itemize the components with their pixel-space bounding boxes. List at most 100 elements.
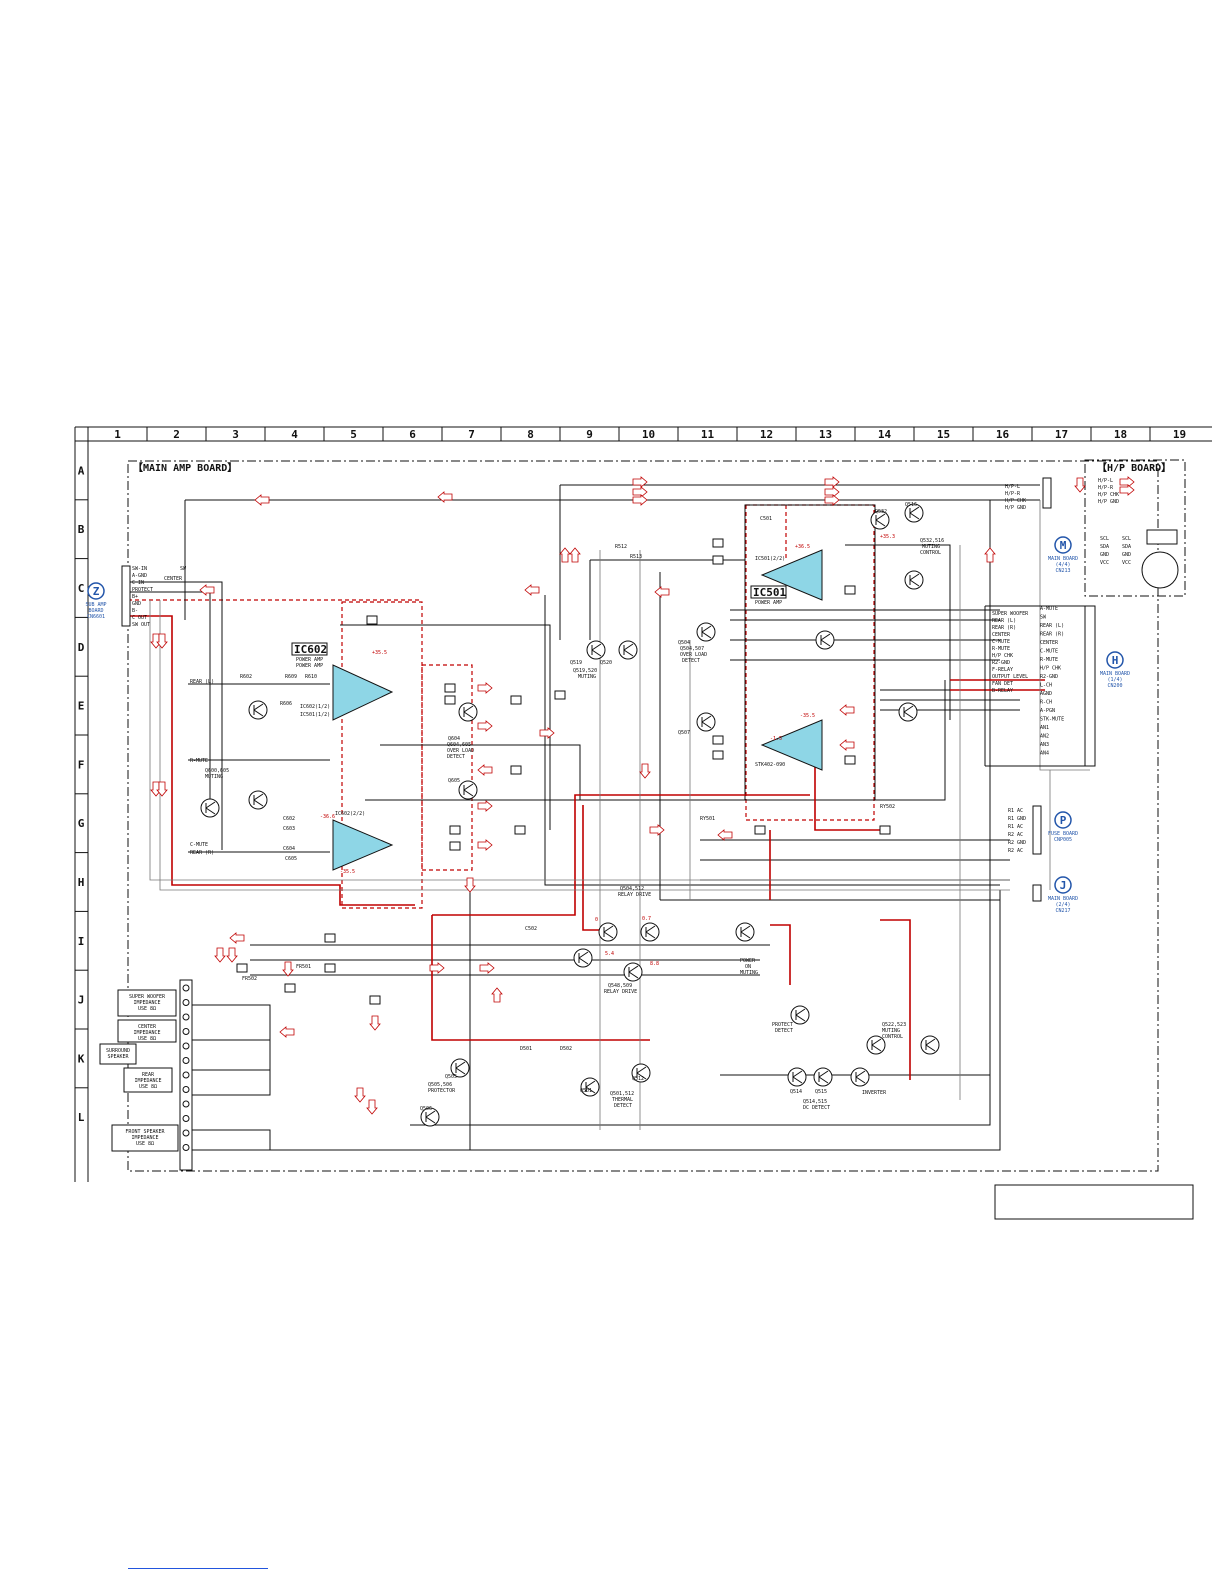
- signal-arrow: [477, 720, 493, 732]
- transistor-leads: [820, 633, 831, 647]
- function-label: MUTING: [578, 674, 596, 680]
- transistor-symbol: [735, 922, 755, 942]
- hp-pin-b-label-right: VCC: [1122, 560, 1131, 566]
- hp-pin-b-label-right: SCL: [1122, 536, 1131, 542]
- misc-label: R-MUTE: [190, 758, 208, 764]
- connector-badge-caption: MAIN BOARD: [1048, 896, 1078, 902]
- right-signal-b-label: F-RELAY: [992, 667, 1013, 673]
- component-box: [510, 695, 522, 705]
- transistor-leads: [855, 1070, 866, 1084]
- signal-arrow: [1119, 484, 1135, 496]
- voltage-label: 5.4: [605, 951, 614, 957]
- transistor-symbol: [200, 798, 220, 818]
- right-signal-b-label: OUTPUT LEVEL: [992, 674, 1028, 680]
- speaker-label-text: USE 8Ω: [138, 1036, 156, 1042]
- column-label: 12: [760, 428, 773, 441]
- signal-arrow: [226, 947, 238, 963]
- right-signal-label: AN1: [1040, 725, 1049, 731]
- signal-arrow: [156, 781, 168, 797]
- transistor-leads: [455, 1061, 466, 1075]
- hp-jack-socket: [1146, 529, 1178, 545]
- connector-badge-letter: M: [1060, 539, 1067, 552]
- signal-arrow: [649, 824, 665, 836]
- ic602-sub: POWER AMP: [296, 657, 323, 663]
- transistor-leads: [909, 573, 920, 587]
- legend-box: [994, 1184, 1194, 1220]
- right-signal-label: AGND: [1040, 691, 1052, 697]
- cn-z-pin-label: SW-IN: [132, 566, 147, 572]
- connector-badge-caption: CN6601: [87, 614, 105, 620]
- part-ref-label: D501: [520, 1046, 532, 1052]
- cn-z-pin-label: B-: [132, 608, 138, 614]
- signal-arrow: [479, 962, 495, 974]
- part-ref-label: C602: [283, 816, 295, 822]
- column-label: 7: [468, 428, 475, 441]
- row-label: I: [78, 935, 85, 948]
- transistor-leads: [623, 643, 634, 657]
- signal-arrow: [559, 547, 571, 563]
- column-label: 8: [527, 428, 534, 441]
- signal-arrow: [214, 947, 226, 963]
- component-box: [844, 755, 856, 765]
- transistor-leads: [591, 643, 602, 657]
- right-signal-b-label: R-MUTE: [992, 646, 1010, 652]
- speaker-terminals: [182, 984, 190, 1151]
- column-label: 10: [642, 428, 655, 441]
- column-label: 19: [1173, 428, 1186, 441]
- component-group: [236, 538, 891, 1005]
- row-label: L: [78, 1111, 85, 1124]
- right-signal-label: L-CH: [1040, 683, 1052, 689]
- function-label: Q504,512: [620, 886, 644, 892]
- right-signal-label: R2-GND: [1040, 674, 1058, 680]
- column-label: 4: [291, 428, 298, 441]
- speaker-label-box: [111, 1124, 179, 1152]
- function-label: CONTROL: [882, 1034, 903, 1040]
- signal-arrow: [254, 494, 270, 506]
- fuse-pin-label: R1 AC: [1008, 824, 1023, 830]
- transistor-symbol: [696, 622, 716, 642]
- part-ref-label: Q506: [420, 1106, 432, 1112]
- signal-arrow: [437, 491, 453, 503]
- right-signal-label: R-MUTE: [1040, 657, 1058, 663]
- function-label: MUTING: [922, 544, 940, 550]
- cn-z-connector: [121, 565, 131, 627]
- speaker-label-text: USE 8Ω: [138, 1006, 156, 1012]
- column-label: 14: [878, 428, 892, 441]
- function-label: Q600,605: [205, 768, 229, 774]
- speaker-terminal: [182, 1086, 190, 1093]
- footer-underline: [128, 1568, 268, 1569]
- ic501-sub: POWER AMP: [755, 600, 782, 606]
- row-label: J: [78, 994, 85, 1007]
- voltage-label: +36.5: [795, 544, 810, 550]
- transistor-symbol: [248, 790, 268, 810]
- function-label: MUTING: [882, 1028, 900, 1034]
- component-box: [712, 750, 724, 760]
- column-label: 15: [937, 428, 950, 441]
- cn-z-pin-label: B+: [132, 594, 138, 600]
- part-ref-label: C604: [283, 846, 295, 852]
- function-label: OVER LOAD: [447, 748, 474, 754]
- transistor-leads: [645, 925, 656, 939]
- part-ref-label: Q504: [678, 640, 690, 646]
- component-box: [844, 585, 856, 595]
- component-box: [712, 735, 724, 745]
- right-signal-label: REAR (R): [1040, 632, 1064, 638]
- misc-label: REAR (R): [190, 850, 214, 856]
- transistor-symbol: [696, 712, 716, 732]
- hp-pin-b-label: SDA: [1100, 544, 1109, 550]
- part-ref-label: RY502: [880, 804, 895, 810]
- row-label: G: [78, 817, 85, 830]
- speaker-terminal: [182, 1042, 190, 1050]
- right-signal-label: STK-MUTE: [1040, 717, 1064, 723]
- signal-arrow: [464, 877, 476, 893]
- power-wiring: [128, 615, 1045, 1080]
- component-box: [712, 538, 724, 548]
- speaker-label-box: [117, 989, 177, 1017]
- transistor-symbol: [790, 1005, 810, 1025]
- row-label: F: [78, 758, 85, 771]
